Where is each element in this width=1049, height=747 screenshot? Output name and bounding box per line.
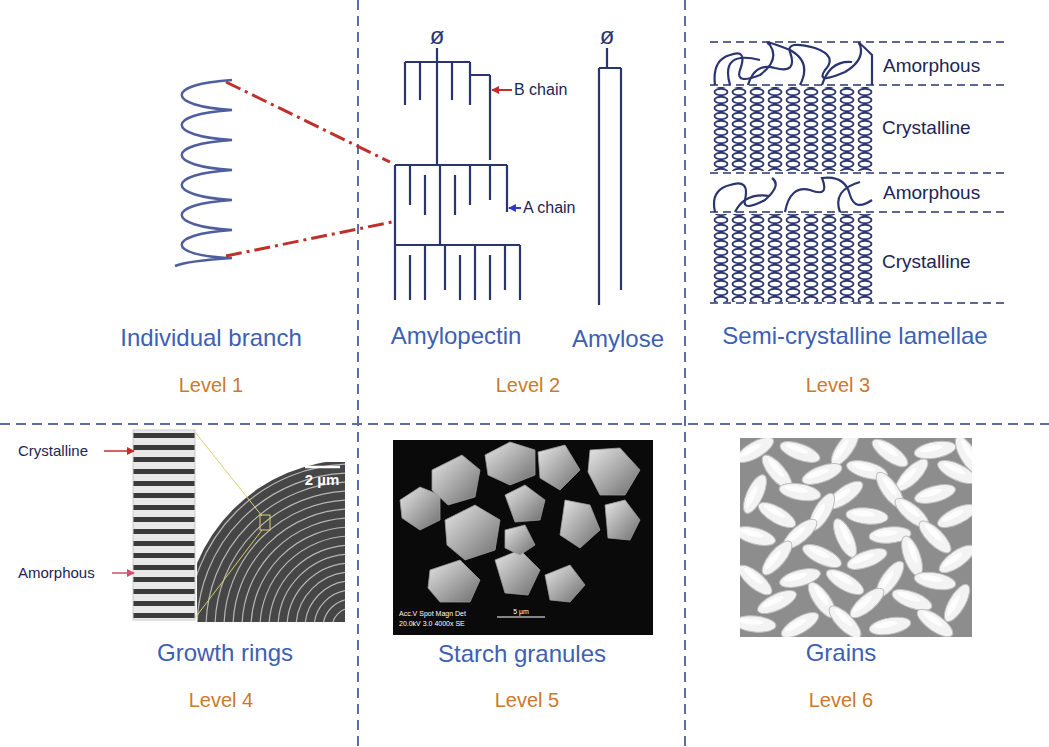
rice-photo — [740, 438, 972, 637]
level-label: Level 6 — [809, 689, 874, 711]
level-label: Level 2 — [496, 374, 561, 396]
region-label: Amorphous — [18, 565, 95, 582]
scale-bar — [497, 617, 545, 618]
zoom-line — [195, 432, 270, 618]
starch-granule — [400, 442, 640, 602]
amylopectin-tree — [395, 48, 520, 300]
double-helix-region — [712, 214, 874, 302]
reducing-end-symbol: ø — [430, 23, 445, 49]
amorphous-chains — [714, 42, 872, 212]
panel-title: Growth rings — [157, 640, 293, 666]
region-label: Crystalline — [18, 443, 88, 460]
panel-title: Grains — [806, 640, 877, 666]
chain-label: B chain — [514, 81, 567, 99]
scale-label: 5 µm — [513, 608, 529, 616]
a-chain-arrow — [509, 207, 521, 209]
region-label: Amorphous — [883, 56, 980, 77]
zoom-line — [226, 82, 392, 256]
level-label: Level 1 — [179, 374, 244, 396]
region-label: Amorphous — [883, 183, 980, 204]
sem-micrograph — [393, 440, 653, 635]
amylose-chain — [599, 48, 621, 305]
region-label: Crystalline — [882, 252, 971, 273]
panel-title: Semi-crystalline lamellae — [722, 323, 987, 349]
b-chain-arrow — [492, 89, 512, 91]
double-helix-region — [712, 87, 874, 171]
level-label: Level 4 — [189, 689, 254, 711]
panel-title: Amylose — [572, 326, 664, 352]
panel-title: Amylopectin — [391, 323, 522, 349]
lamella-boundary — [710, 42, 1005, 303]
level-label: Level 3 — [806, 374, 871, 396]
panel-title: Individual branch — [120, 325, 301, 351]
growth-ring-micrograph — [197, 462, 345, 622]
chain-label: A chain — [523, 199, 575, 217]
single-helix — [175, 80, 232, 266]
label-arrow — [104, 450, 134, 452]
lamella-stripes — [133, 430, 195, 620]
sem-info: 20.0kV 3.0 4000x SE — [399, 620, 465, 628]
panel-title: Starch granules — [438, 641, 606, 667]
scale-label: 2 µm — [305, 472, 340, 489]
label-arrow — [112, 572, 134, 574]
sem-info: Acc.V Spot Magn Det — [399, 610, 466, 618]
level-label: Level 5 — [495, 689, 560, 711]
region-label: Crystalline — [882, 118, 971, 139]
reducing-end-symbol: ø — [600, 23, 615, 49]
